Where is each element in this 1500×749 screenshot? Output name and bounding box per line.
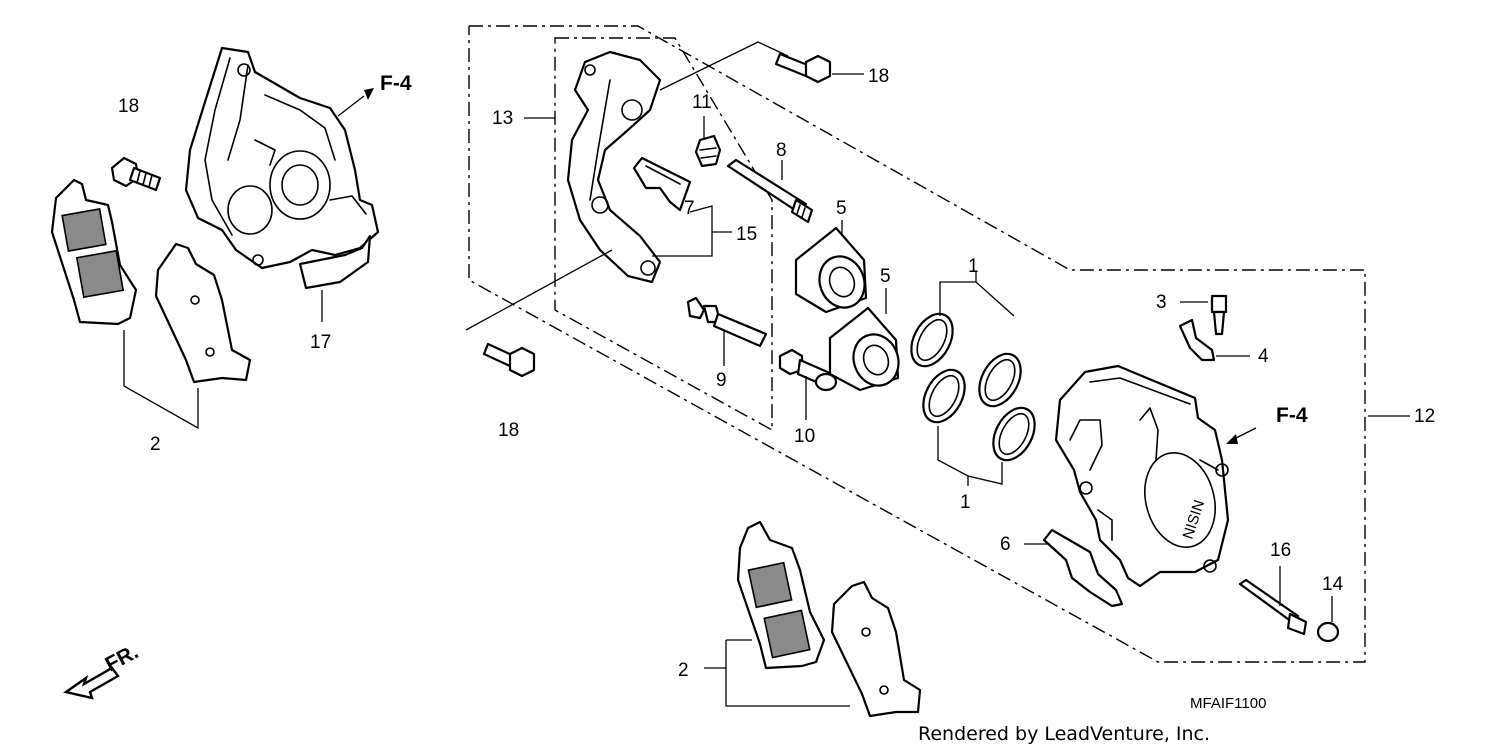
leader-18-bottom <box>465 249 613 331</box>
leader-18-top <box>659 41 789 91</box>
assembly-13-outline <box>554 37 773 432</box>
callout-15: 15 <box>736 224 757 245</box>
caliper-bracket-13 <box>566 50 662 284</box>
brake-pads-bottom <box>736 520 922 718</box>
credit-text: Rendered by LeadVenture, Inc. <box>918 723 1210 745</box>
callout-10: 10 <box>794 426 815 447</box>
callout-2-bottom: 2 <box>678 660 689 681</box>
callout-12: 12 <box>1414 406 1435 427</box>
leader-2-bottom <box>704 639 850 707</box>
piston-5-upper <box>794 226 868 314</box>
leader-1-upper <box>939 272 1015 317</box>
leader-15 <box>652 205 732 257</box>
leader-2-left <box>123 330 199 430</box>
piston-seals-1 <box>910 312 1036 462</box>
callout-18-top: 18 <box>868 66 889 87</box>
piston-5-lower <box>828 306 900 392</box>
bolt-18-top <box>774 52 832 84</box>
callout-18-left: 18 <box>118 96 139 117</box>
callout-3: 3 <box>1156 292 1167 313</box>
pin-boot-11 <box>694 134 722 168</box>
ref-arrow-f4-top <box>337 88 374 117</box>
callout-17: 17 <box>310 332 331 353</box>
diagram-code: MFAIF1100 <box>1190 695 1266 712</box>
callout-4: 4 <box>1258 346 1269 367</box>
callout-18-bottom: 18 <box>498 420 519 441</box>
callout-13: 13 <box>492 108 513 129</box>
caliper-body-right: NISIN <box>1054 364 1230 588</box>
slide-pin-8 <box>726 158 814 224</box>
callout-16: 16 <box>1270 540 1291 561</box>
leader-1-lower <box>937 426 1003 486</box>
callout-11: 11 <box>692 92 712 113</box>
pin-plug-14 <box>1316 621 1340 643</box>
callout-2-left: 2 <box>150 434 161 455</box>
caliper-assembly-left <box>184 46 380 270</box>
callout-1-upper: 1 <box>968 256 979 277</box>
pad-pin-16 <box>1238 578 1308 636</box>
bleeder-cap-4 <box>1178 318 1216 362</box>
pad-spring-17 <box>298 234 372 290</box>
pad-spring-6 <box>1042 528 1124 608</box>
bolt-18-bottom <box>482 342 536 378</box>
slide-pin-9 <box>686 296 768 348</box>
bolt-18-left <box>110 156 162 192</box>
bolt-10 <box>778 348 838 392</box>
callout-1-lower: 1 <box>960 492 971 513</box>
callout-9: 9 <box>716 370 727 391</box>
callout-8: 8 <box>776 140 787 161</box>
front-direction-arrow <box>63 666 120 700</box>
callout-5-lower: 5 <box>880 266 891 287</box>
callout-14: 14 <box>1322 574 1344 595</box>
pad-retainer-7 <box>632 156 692 212</box>
brake-pads-left <box>50 178 252 384</box>
callout-7: 7 <box>684 198 695 219</box>
assembly-12-outline <box>468 25 1366 663</box>
ref-arrow-f4-right <box>1226 427 1257 444</box>
ref-label-f4-right: F-4 <box>1276 404 1308 427</box>
callout-5-upper: 5 <box>836 198 847 219</box>
ref-label-f4-top: F-4 <box>380 72 412 95</box>
bleeder-screw-3 <box>1210 294 1228 336</box>
callout-6: 6 <box>1000 534 1011 555</box>
